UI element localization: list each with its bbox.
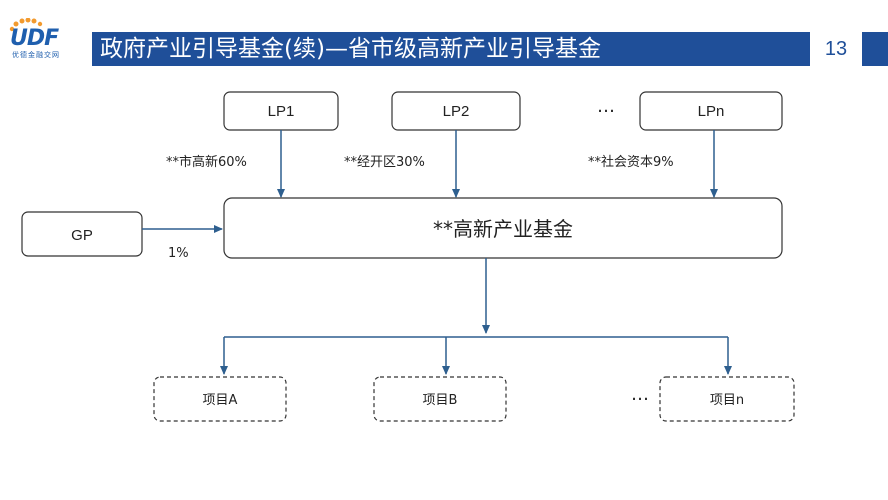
fund-node-label: **高新产业基金 (433, 217, 573, 241)
lp-node-n-label: LPn (698, 103, 725, 120)
gp-node-label: GP (71, 227, 93, 244)
project-ellipsis: … (631, 384, 649, 405)
project-node-b: 项目B (373, 376, 507, 422)
slide-title: 政府产业引导基金(续)—省市级高新产业引导基金 (100, 36, 601, 62)
lp-node-2-label: LP2 (443, 103, 470, 120)
project-node-n-label: 项目n (710, 393, 744, 408)
logo-subtitle: 优德金融交网 (12, 51, 60, 59)
project-node-n: 项目n (659, 376, 795, 422)
page-number-stripe (862, 32, 888, 66)
lp-node-1: LP1 (223, 91, 339, 131)
slide-header: UDF 优德金融交网 政府产业引导基金(续)—省市级高新产业引导基金 13 (0, 0, 888, 68)
lp-share-1: **市高新60% (166, 154, 247, 170)
title-bar (92, 32, 810, 66)
logo-wordmark: UDF (10, 26, 59, 51)
fund-node: **高新产业基金 (223, 197, 783, 259)
project-node-a-label: 项目A (203, 393, 238, 408)
udf-logo-icon (9, 18, 43, 32)
project-node-b-label: 项目B (423, 393, 458, 408)
lp-node-2: LP2 (391, 91, 521, 131)
project-node-a: 项目A (153, 376, 287, 422)
lp-node-1-label: LP1 (268, 103, 295, 120)
page-number: 13 (824, 38, 848, 60)
gp-share: 1% (168, 246, 189, 261)
lp-share-2: **经开区30% (344, 155, 425, 170)
gp-node: GP (21, 211, 143, 257)
lp-node-n: LPn (639, 91, 783, 131)
lp-share-n: **社会资本9% (588, 154, 674, 170)
lp-ellipsis: … (597, 96, 615, 117)
